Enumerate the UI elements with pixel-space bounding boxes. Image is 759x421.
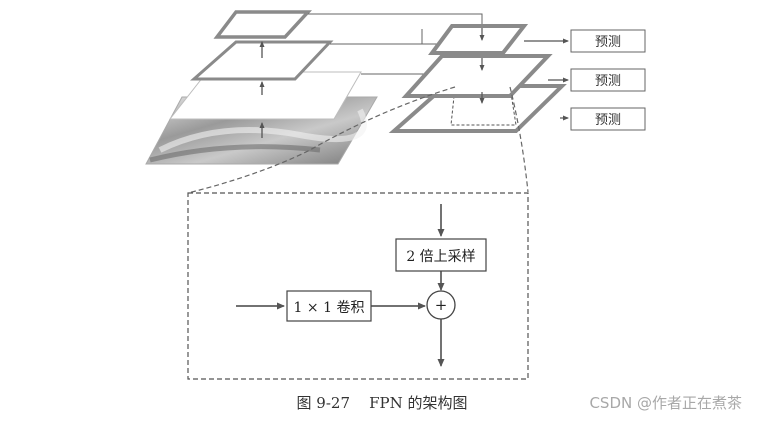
zoom-projection (187, 86, 529, 194)
prediction-box (570, 29, 646, 53)
prediction-label: 预测 (595, 35, 621, 50)
input-image-texture (149, 144, 321, 163)
top-down-level-small (428, 24, 529, 55)
detail-frame (187, 192, 529, 380)
plus-symbol: + (435, 296, 448, 314)
bottom-up-level-2 (168, 71, 362, 120)
zoom-line-right (509, 86, 529, 193)
prediction-outputs: 预测 预测 预测 (524, 29, 646, 131)
plus-circle-icon: + (426, 290, 456, 320)
zoom-line-left (187, 86, 456, 194)
merge-detail-panel: 2 倍上采样 1 × 1 卷积 + (187, 192, 529, 380)
prediction-box (570, 68, 646, 92)
bottom-up-level-3 (190, 40, 334, 81)
prediction-box (570, 107, 646, 131)
top-down-level-mid (401, 54, 553, 98)
input-image-texture (158, 108, 367, 153)
bottom-up-pathway (145, 10, 378, 165)
bottom-up-level-4 (213, 10, 312, 39)
figure-caption: 图 9-27 FPN 的架构图 (297, 394, 468, 412)
top-down-pathway (388, 24, 567, 133)
upsample-label: 2 倍上采样 (406, 249, 475, 265)
watermark: CSDN @作者正在煮茶 (589, 394, 742, 412)
prediction-label: 预测 (595, 74, 621, 89)
lateral-line (330, 29, 423, 45)
conv-block (286, 290, 372, 322)
conv-label: 1 × 1 卷积 (294, 300, 365, 316)
prediction-label: 预测 (595, 113, 621, 128)
